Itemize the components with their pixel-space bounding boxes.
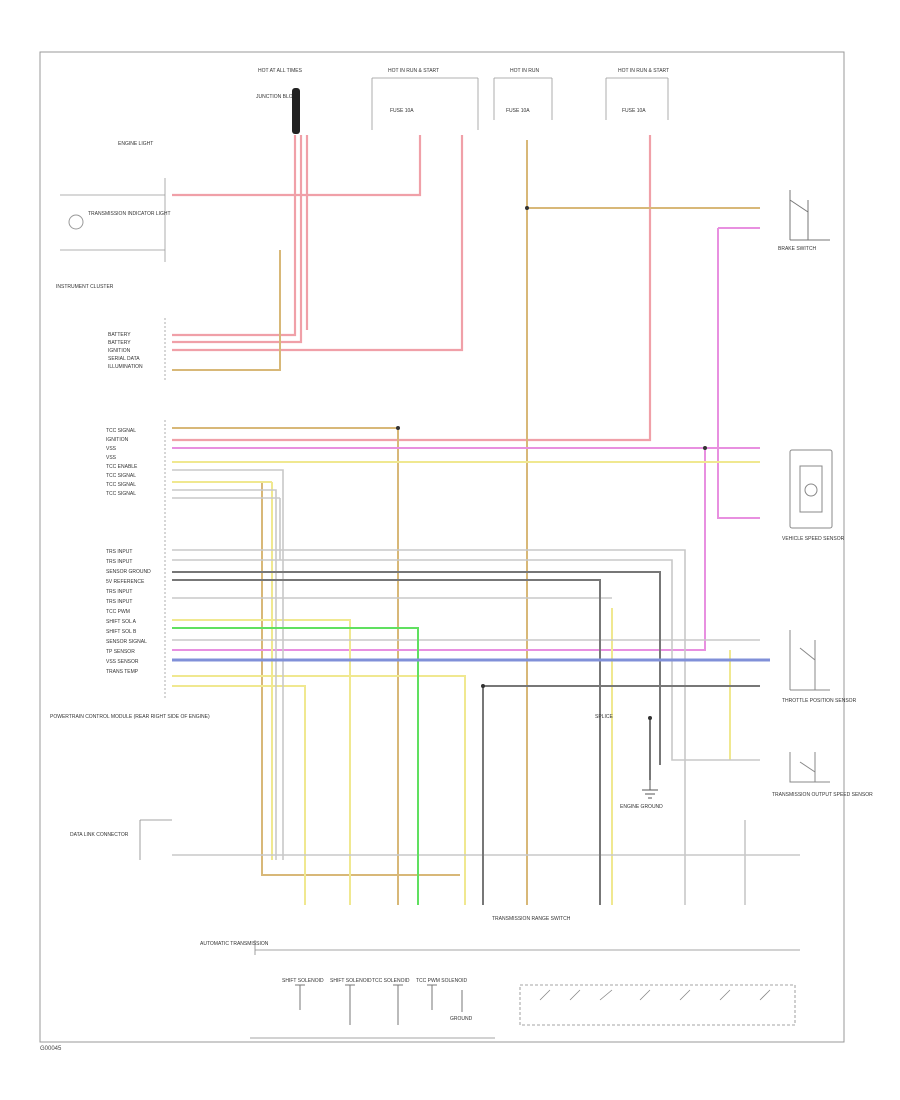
solenoid-icons bbox=[295, 984, 463, 1025]
fuse-brackets bbox=[371, 77, 669, 130]
pcm-pin: VSS bbox=[106, 446, 117, 452]
cluster-pin: BATTERY bbox=[108, 340, 131, 346]
bottom-connector bbox=[254, 940, 800, 955]
pcm-label: POWERTRAIN CONTROL MODULE (REAR RIGHT SI… bbox=[50, 714, 210, 720]
cluster-pin: SERIAL DATA bbox=[108, 356, 140, 362]
data-link-label: DATA LINK CONNECTOR bbox=[70, 832, 129, 838]
diagram-frame bbox=[39, 51, 845, 1043]
label-hot-all: HOT AT ALL TIMES bbox=[258, 68, 303, 74]
wires-tan bbox=[172, 140, 760, 905]
fuse-1-label: FUSE 10A bbox=[390, 108, 414, 114]
junction-dots bbox=[396, 206, 707, 720]
pcm-pin: SENSOR SIGNAL bbox=[106, 639, 147, 645]
fusible-link-icon bbox=[292, 88, 300, 134]
solenoid-4-label: TCC PWM SOLENOID bbox=[416, 978, 468, 984]
pcm-pin: TCC SIGNAL bbox=[106, 473, 136, 479]
lamp-label: TRANSMISSION INDICATOR LIGHT bbox=[88, 211, 171, 217]
instrument-cluster-label: INSTRUMENT CLUSTER bbox=[56, 284, 114, 290]
pcm-pin: TCC PWM bbox=[106, 609, 130, 615]
solenoid-2-label: SHIFT SOLENOID bbox=[330, 978, 372, 984]
pcm-pin: TRS INPUT bbox=[106, 549, 132, 555]
pcm-pin: SENSOR GROUND bbox=[106, 569, 151, 575]
pcm-pin: VSS SENSOR bbox=[106, 659, 139, 665]
cluster-pin: BATTERY bbox=[108, 332, 131, 338]
range-switch-icon bbox=[519, 984, 796, 1026]
speed-sensor-icon bbox=[789, 752, 830, 783]
ground-icon bbox=[642, 780, 658, 799]
pcm-pin: SHIFT SOL B bbox=[106, 629, 137, 635]
pcm-pin: TRS INPUT bbox=[106, 599, 132, 605]
auto-trans-label: AUTOMATIC TRANSMISSION bbox=[200, 941, 269, 947]
pcm-pin: IGNITION bbox=[106, 437, 129, 443]
label-hot-run-3: HOT IN RUN & START bbox=[618, 68, 669, 74]
pcm-pin-labels-top: TCC SIGNAL IGNITION VSS VSS TCC ENABLE T… bbox=[106, 428, 138, 497]
pcm-pin: TP SENSOR bbox=[106, 649, 135, 655]
throttle-label: THROTTLE POSITION SENSOR bbox=[782, 698, 857, 704]
fuse-2-label: FUSE 10A bbox=[506, 108, 530, 114]
splice-label: SPLICE bbox=[595, 714, 613, 720]
solenoid-1-label: SHIFT SOLENOID bbox=[282, 978, 324, 984]
indicator-lamp-icon bbox=[68, 214, 84, 230]
wires-red bbox=[172, 135, 652, 442]
pcm-pin-labels-bottom: TRS INPUT TRS INPUT SENSOR GROUND 5V REF… bbox=[106, 549, 151, 675]
pcm-pin: TRS INPUT bbox=[106, 559, 132, 565]
brake-switch-icon bbox=[789, 190, 830, 241]
pcm-pin: TCC SIGNAL bbox=[106, 482, 136, 488]
ground-label: GROUND bbox=[450, 1016, 473, 1022]
cluster-pin-labels: BATTERY BATTERY IGNITION SERIAL DATA ILL… bbox=[108, 332, 143, 370]
speed-sensor-label: TRANSMISSION OUTPUT SPEED SENSOR bbox=[772, 792, 873, 798]
pcm-pin: TRS INPUT bbox=[106, 589, 132, 595]
pcm-pin: TCC SIGNAL bbox=[106, 428, 136, 434]
cluster-pin: ILLUMINATION bbox=[108, 364, 143, 370]
wires-yellow bbox=[172, 461, 760, 905]
wires-gray bbox=[172, 469, 800, 905]
throttle-sensor-icon bbox=[789, 630, 830, 691]
fuse-3-label: FUSE 10A bbox=[622, 108, 646, 114]
label-hot-run-1: HOT IN RUN & START bbox=[388, 68, 439, 74]
engine-ground-label: ENGINE GROUND bbox=[620, 804, 663, 810]
data-link-icon bbox=[139, 819, 172, 860]
label-hot-run-2: HOT IN RUN bbox=[510, 68, 539, 74]
solenoid-3-label: TCC SOLENOID bbox=[372, 978, 410, 984]
junction-block-label: JUNCTION BLOCK bbox=[256, 94, 300, 100]
pcm-pin: 5V REFERENCE bbox=[106, 579, 145, 585]
footer-code: G00045 bbox=[40, 1046, 62, 1052]
indicator-label: ENGINE LIGHT bbox=[118, 141, 153, 147]
pcm-pin: TRANS TEMP bbox=[106, 669, 139, 675]
pcm-pin: VSS bbox=[106, 455, 117, 461]
pcm-pin: TCC SIGNAL bbox=[106, 491, 136, 497]
wires-dark bbox=[172, 571, 760, 905]
cluster-bracket bbox=[60, 178, 166, 700]
vss-icon bbox=[789, 449, 833, 529]
vss-label: VEHICLE SPEED SENSOR bbox=[782, 536, 845, 542]
cluster-pin: IGNITION bbox=[108, 348, 131, 354]
trans-range-label: TRANSMISSION RANGE SWITCH bbox=[492, 916, 571, 922]
pcm-pin: SHIFT SOL A bbox=[106, 619, 137, 625]
brake-switch-label: BRAKE SWITCH bbox=[778, 246, 816, 252]
wire-green bbox=[172, 627, 419, 905]
pcm-pin: TCC ENABLE bbox=[106, 464, 138, 470]
